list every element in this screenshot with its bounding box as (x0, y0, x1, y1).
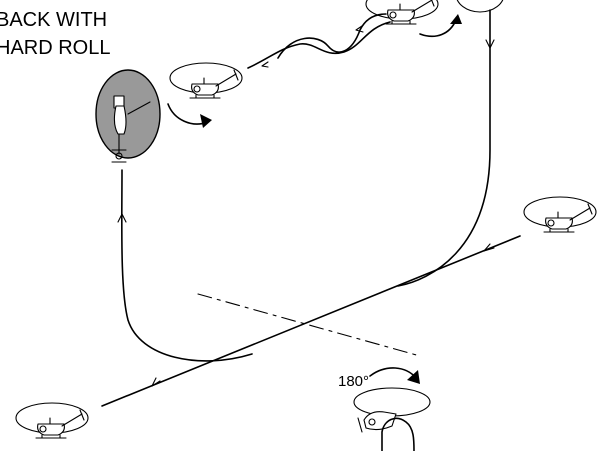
helicopter-icon (523, 196, 597, 233)
arrow-icon (450, 14, 462, 24)
path-arrow-4 (485, 39, 495, 49)
flight-path-long-diagonal (101, 235, 521, 407)
helicopter-icon (169, 62, 243, 99)
roll-disc (95, 69, 161, 163)
path-arrow-2 (483, 243, 495, 252)
reference-dashed-line (197, 293, 421, 357)
rotor-disc-icon (456, 0, 504, 13)
flight-path-bottom-loop (381, 417, 415, 451)
roll-helix-path-back (277, 13, 387, 59)
path-arrow-1 (151, 377, 161, 387)
caption-line-1: BACK WITH (0, 9, 107, 31)
path-arrow-6 (355, 25, 364, 33)
helicopter-icon (111, 95, 127, 163)
path-arrow-5 (261, 61, 269, 68)
arrow-icon (407, 370, 420, 384)
arrow-icon (200, 114, 212, 128)
rotate-arrow-top (419, 19, 457, 38)
helicopter-icon (15, 402, 89, 439)
roll-helix-path (247, 21, 391, 69)
path-arrow-3 (117, 213, 127, 223)
flight-path-right-descent (397, 9, 491, 287)
flight-path-left-climb (120, 169, 253, 362)
rotation-label: 180° (338, 373, 369, 390)
helicopter-icon (353, 387, 431, 433)
caption-line-2: HARD ROLL (0, 37, 110, 59)
helicopter-icon (365, 0, 439, 25)
rotate-arrow-180 (369, 367, 417, 379)
